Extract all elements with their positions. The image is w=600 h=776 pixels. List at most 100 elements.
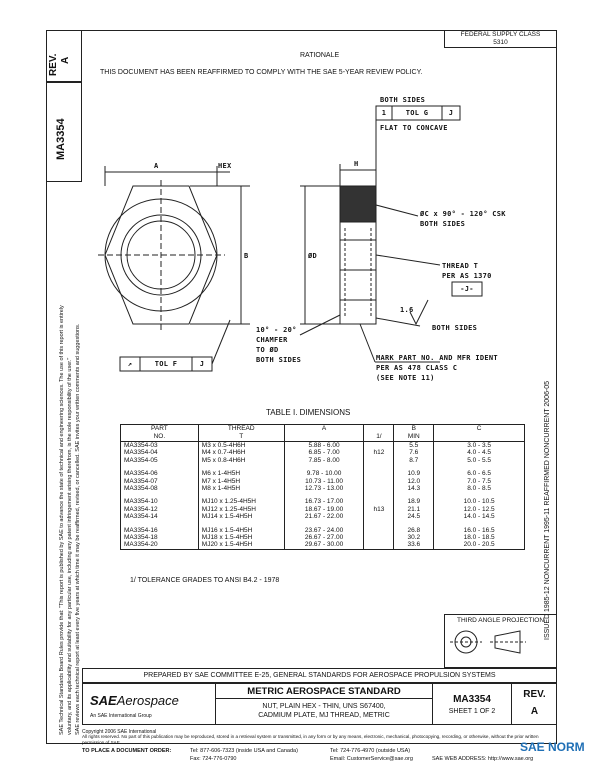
table-cell: 12.73 - 13.00 bbox=[283, 485, 365, 493]
fcf-top-1: 1 bbox=[381, 109, 387, 117]
thread-note: THREAD T bbox=[442, 262, 479, 270]
footer-tel1: Tel: 877-606-7323 (inside USA and Canada… bbox=[190, 748, 298, 754]
standard-title: METRIC AEROSPACE STANDARD bbox=[247, 686, 401, 697]
thread-per: PER AS 1370 bbox=[442, 272, 492, 280]
table-cell: MA3354-14 bbox=[120, 513, 199, 521]
mark-note-3: (SEE NOTE 11) bbox=[376, 374, 435, 382]
table-spacer-cell bbox=[433, 520, 525, 527]
fsc-label: FEDERAL SUPPLY CLASS bbox=[460, 31, 541, 38]
table-cell: 16.73 - 17.00 bbox=[283, 498, 365, 506]
table-cell: 29.67 - 30.00 bbox=[283, 541, 365, 550]
table-cell: MA3354-10 bbox=[120, 498, 199, 506]
table-cell: 18.67 - 19.00 bbox=[283, 505, 365, 514]
table-cell: 7.85 - 8.00 bbox=[283, 456, 365, 465]
footer-email: Email: CustomerService@sae.org bbox=[330, 756, 413, 762]
table-spacer-cell bbox=[283, 464, 365, 471]
rationale-text: THIS DOCUMENT HAS BEEN REAFFIRMED TO COM… bbox=[100, 69, 423, 76]
title-number: MA3354 bbox=[453, 694, 491, 705]
label-a: A bbox=[154, 162, 159, 170]
table-spacer-cell bbox=[363, 464, 395, 471]
prepared-by-box bbox=[82, 668, 557, 683]
table-title: TABLE I. DIMENSIONS bbox=[266, 408, 351, 417]
table-cell: 18.9 bbox=[393, 498, 435, 506]
table-cell: MA3354-03 bbox=[120, 441, 199, 450]
table-spacer-cell bbox=[197, 492, 285, 499]
table-spacer-cell bbox=[283, 492, 365, 499]
csk-both: BOTH SIDES bbox=[420, 220, 466, 228]
projection-box bbox=[444, 614, 557, 668]
table-cell: MA3354-16 bbox=[120, 526, 199, 535]
fcf-top-2: TOL G bbox=[405, 109, 429, 117]
table-cell: MJ18 x 1.5-4H5H bbox=[197, 534, 285, 542]
table-cell: M6 x 1-4H5H bbox=[197, 470, 285, 478]
table-cell: M3 x 0.5-4H6H bbox=[197, 441, 285, 450]
table-cell bbox=[363, 456, 395, 465]
table-cell: MA3354-18 bbox=[120, 534, 199, 542]
table-cell: MJ20 x 1.5-4H5H bbox=[197, 541, 285, 550]
watermark-logo: SAE NORM bbox=[520, 740, 585, 754]
mark-note-2: PER AS 478 CLASS C bbox=[376, 364, 458, 372]
table-cell: 5.5 bbox=[393, 441, 435, 450]
side-view-chamfer-top bbox=[339, 185, 377, 223]
fsc-value: 5310 bbox=[493, 39, 508, 46]
table-cell: 24.5 bbox=[393, 513, 435, 521]
footer-tel2: Tel: 724-776-4970 (outside USA) bbox=[330, 748, 411, 754]
table-cell: h13 bbox=[363, 505, 395, 514]
table-cell: 16.0 - 16.5 bbox=[433, 526, 525, 535]
table-cell: MA3354-05 bbox=[120, 456, 199, 465]
table-cell bbox=[363, 498, 395, 506]
table-cell: 10.0 - 10.5 bbox=[433, 498, 525, 506]
finish-both: BOTH SIDES bbox=[432, 324, 478, 332]
table-cell: 21.67 - 22.00 bbox=[283, 513, 365, 521]
label-d: ØD bbox=[308, 252, 318, 260]
table-cell: M4 x 0.7-4H6H bbox=[197, 449, 285, 457]
csk-note: ØC x 90° - 120° CSK bbox=[420, 210, 506, 218]
table-cell: M7 x 1-4H5H bbox=[197, 477, 285, 486]
footer-rights: All rights reserved. No part of this pub… bbox=[82, 734, 539, 745]
datum-j: -J- bbox=[460, 285, 474, 293]
table-spacer bbox=[120, 520, 525, 527]
desc-1: NUT, PLAIN HEX - THIN, UNS S67400, bbox=[262, 703, 386, 710]
col-c: C bbox=[433, 424, 525, 442]
table-cell: 10.73 - 11.00 bbox=[283, 477, 365, 486]
col-note: 1/ bbox=[363, 424, 395, 442]
table-cell: 8.0 - 8.5 bbox=[433, 485, 525, 493]
chamfer-2: CHAMFER bbox=[256, 336, 288, 344]
chamfer-1: 10° - 20° bbox=[256, 326, 297, 334]
table-cell: MJ12 x 1.25-4H5H bbox=[197, 505, 285, 514]
table-cell: MJ10 x 1.25-4H5H bbox=[197, 498, 285, 506]
table-cell: MA3354-04 bbox=[120, 449, 199, 457]
table-spacer bbox=[120, 464, 525, 471]
rev-box bbox=[46, 30, 82, 82]
table-cell: 14.0 - 14.5 bbox=[433, 513, 525, 521]
table-cell: MA3354-12 bbox=[120, 505, 199, 514]
table-cell: MJ14 x 1.5-4H5H bbox=[197, 513, 285, 521]
table-cell: 5.0 - 5.5 bbox=[433, 456, 525, 465]
table-cell: MA3354-06 bbox=[120, 470, 199, 478]
table-spacer-cell bbox=[363, 520, 395, 527]
standard-underline bbox=[216, 698, 432, 699]
table-cell: 12.0 - 12.5 bbox=[433, 505, 525, 514]
doc-number-box bbox=[46, 82, 82, 182]
table-cell: MJ16 x 1.5-4H5H bbox=[197, 526, 285, 535]
table-cell: 23.67 - 24.00 bbox=[283, 526, 365, 535]
footer-order: TO PLACE A DOCUMENT ORDER: bbox=[82, 748, 172, 754]
fcf-bottom-3: J bbox=[199, 360, 205, 368]
finish-value: 1.6 bbox=[400, 306, 414, 314]
table-cell bbox=[363, 526, 395, 535]
table-cell: MA3354-07 bbox=[120, 477, 199, 486]
logo-aero: Aerospace bbox=[116, 693, 179, 708]
table-cell bbox=[363, 513, 395, 521]
chamfer-4: BOTH SIDES bbox=[256, 356, 302, 364]
logo-sub: An SAE International Group bbox=[90, 713, 152, 719]
table-cell: 12.0 bbox=[393, 477, 435, 486]
prepared-by: PREPARED BY SAE COMMITTEE E-25, GENERAL … bbox=[143, 672, 496, 679]
